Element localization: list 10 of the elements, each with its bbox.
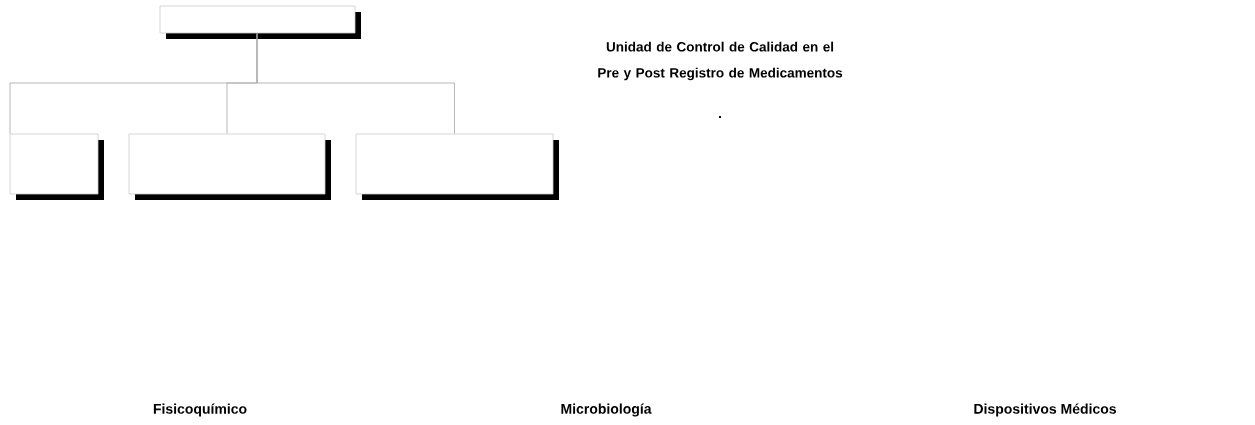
org-box bbox=[159, 5, 356, 34]
label: Microbiología bbox=[561, 403, 652, 417]
connector-line bbox=[256, 33, 455, 134]
org-box bbox=[9, 133, 99, 195]
label: . bbox=[719, 115, 721, 119]
title: Unidad de Control de Calidad en el Pre y Post Registro de Medicamentos bbox=[598, 41, 843, 81]
label: Fisicoquímico bbox=[153, 403, 247, 417]
org-box bbox=[128, 133, 326, 195]
label: Dispositivos Médicos bbox=[974, 403, 1116, 417]
org-box bbox=[355, 133, 554, 195]
